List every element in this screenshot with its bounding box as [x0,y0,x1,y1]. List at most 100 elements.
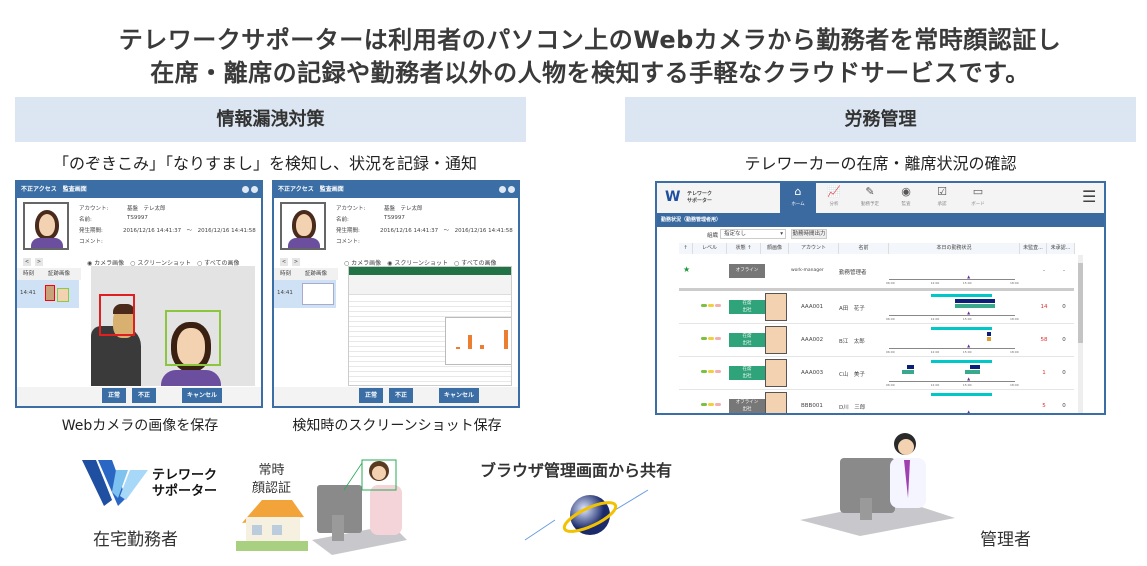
cancel-button[interactable]: キャンセル [439,388,479,403]
current-time-marker-icon: ▲ [967,274,971,279]
status-badge: 在席 出社 [729,366,765,380]
cancel-button[interactable]: キャンセル [182,388,222,403]
tab-4[interactable]: ☑承認 [924,183,960,213]
org-filter-select[interactable]: 指定なし▾ [720,229,786,239]
name-cell: B江 太郎 [839,339,865,345]
dialog-header: 不正アクセス 監査画面 [274,182,518,198]
avatar [765,359,787,387]
tab-1[interactable]: 📈分析 [816,183,852,213]
tab-3[interactable]: ◉監査 [888,183,924,213]
column-header[interactable]: 状態 ↑ [727,243,761,254]
next-button[interactable]: > [35,258,43,266]
account-cell: work-manager [791,268,824,273]
axis-tick-label: 06:00 [886,383,895,387]
column-header[interactable]: レベル [693,243,727,254]
face-auth-label: 常時顔認証 [252,463,292,496]
column-header[interactable]: アカウント [789,243,839,254]
labor-subtitle: テレワーカーの在席・離席状況の確認 [744,154,1017,173]
tab-label: 勤務予定 [861,202,879,207]
prev-button[interactable]: < [23,258,31,266]
column-header[interactable]: 未監査... [1020,243,1047,254]
dialog-title: 不正アクセス 監査画面 [21,186,87,193]
name-cell: 勤務管理者 [839,270,867,276]
tab-0[interactable]: ⌂ホーム [780,183,816,213]
tab-icon: ▭ [972,185,984,198]
fraud-button[interactable]: 不正 [132,388,156,403]
field-value-account: 基盤 テレ太郎 [384,206,423,212]
field-value-period: 2016/12/16 14:41:37 ～ 2016/12/16 14:41:5… [123,228,256,234]
tab-label: 監査 [901,202,911,207]
timeline-bar [930,327,993,330]
column-header[interactable]: 本日の勤務状況 [889,243,1020,254]
unaudited-count: 14 [1040,304,1048,310]
axis-tick-label: 15:00 [962,317,972,321]
prev-button[interactable]: < [280,258,288,266]
level-indicator-icon [701,336,722,342]
tab-label: 承認 [937,202,947,207]
tab-5[interactable]: ▭ボード [960,183,996,213]
field-value-account: 基盤 テレ太郎 [127,206,166,212]
home-worker-illustration [232,455,412,555]
screenshot-image [348,266,512,386]
normal-button[interactable]: 正常 [359,388,383,403]
tab-2[interactable]: ✎ 勤務予定 [852,183,888,213]
field-label-period: 発生期間: [79,228,103,234]
user-photo [280,202,326,250]
tab-icon: ✎ [865,185,875,198]
avatar [765,293,787,321]
status-badge: オフライン [729,264,765,278]
column-header[interactable]: 未承認... [1047,243,1075,254]
minimize-icon[interactable] [499,186,506,193]
timeline-bar [969,365,980,369]
intruder-detection-box [99,294,135,336]
evidence-table-header: 時刻証跡画像 [274,268,338,280]
name-cell: C山 美子 [839,372,865,378]
level-indicator-icon [701,402,722,408]
account-cell: BBB001 [801,403,823,409]
audit-dialog-screenshot: 不正アクセス 監査画面 アカウント: 基盤 テレ太郎 名前: TS9997 発生… [272,180,520,408]
export-hours-button[interactable]: 勤務時間出力 [791,229,827,239]
minimize-icon[interactable] [242,186,249,193]
scrollbar[interactable] [1078,255,1083,413]
axis-tick-label: 12:00 [930,317,940,321]
manager-label: 管理者 [980,530,1031,550]
axis-tick-label: 12:00 [930,281,940,285]
timeline-axis [889,315,1015,316]
close-icon[interactable] [508,186,515,193]
next-button[interactable]: > [292,258,300,266]
timeline-axis [889,381,1015,382]
column-header[interactable]: 顔画像 [761,243,789,254]
headline-line1: テレワークサポーターは利用者のパソコン上のWebカメラから勤務者を常時顔認証し [118,26,1062,54]
account-cell: AAA003 [801,370,824,376]
evidence-row[interactable]: 14:41 [17,280,79,308]
timeline-bar [930,393,993,396]
column-header[interactable]: ↑ [679,243,693,254]
image-type-radio-group[interactable]: ◉ カメラ画像 ○ スクリーンショット ○ すべての画像 [87,260,240,267]
status-badge: オフライン 出社 [729,399,765,413]
level-indicator-icon [701,369,722,375]
avatar [765,326,787,354]
axis-tick-label: 18:00 [1010,383,1019,387]
globe-icon [520,485,650,545]
tab-label: 分析 [829,202,839,207]
column-header[interactable]: 名前 [839,243,889,254]
normal-button[interactable]: 正常 [102,388,126,403]
field-label-period: 発生期間: [336,228,360,234]
evidence-row[interactable]: 14:41 [274,280,336,308]
avatar [765,392,787,413]
home-worker-label: 在宅勤務者 [93,530,178,550]
field-label-account: アカウント: [79,206,109,212]
fraud-button[interactable]: 不正 [389,388,413,403]
field-label-comment: コメント: [336,239,360,245]
hamburger-menu-icon[interactable]: ☰ [1082,187,1097,206]
close-icon[interactable] [251,186,258,193]
image-type-radio-group[interactable]: ○ カメラ画像 ◉ スクリーンショット ○ すべての画像 [344,260,497,267]
axis-tick-label: 06:00 [886,281,895,285]
axis-tick-label: 12:00 [930,350,940,354]
telework-supporter-logo [82,460,152,506]
